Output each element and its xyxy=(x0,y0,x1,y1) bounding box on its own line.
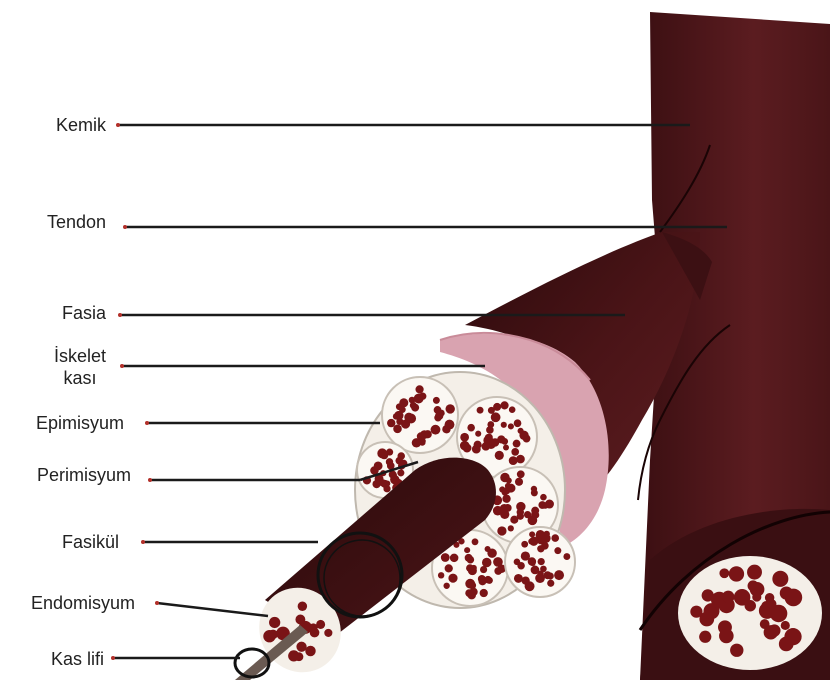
fascicle xyxy=(505,527,575,597)
label-kas-lifi: Kas lifi xyxy=(51,648,104,670)
label-perimisyum: Perimisyum xyxy=(37,464,131,486)
label-iskelet-kasi: İskelet kası xyxy=(50,345,110,389)
label-endomisyum: Endomisyum xyxy=(31,592,135,614)
fascicle xyxy=(382,377,458,453)
leader-tendon-marker xyxy=(123,225,127,229)
leader-kas-lifi-marker xyxy=(111,656,115,660)
label-epimisyum: Epimisyum xyxy=(36,412,124,434)
label-fasia: Fasia xyxy=(62,302,106,324)
leader-perimisyum-marker xyxy=(148,478,152,482)
leader-epimisyum-marker xyxy=(145,421,149,425)
leader-endomisyum-marker xyxy=(155,601,159,605)
label-fasikul: Fasikül xyxy=(62,531,119,553)
label-tendon: Tendon xyxy=(47,211,106,233)
leader-kemik-marker xyxy=(116,123,120,127)
leader-iskelet-marker xyxy=(120,364,124,368)
leader-endomisyum xyxy=(157,603,268,616)
label-kemik: Kemik xyxy=(56,114,106,136)
leader-fasikul-marker xyxy=(141,540,145,544)
leader-fasia-marker xyxy=(118,313,122,317)
